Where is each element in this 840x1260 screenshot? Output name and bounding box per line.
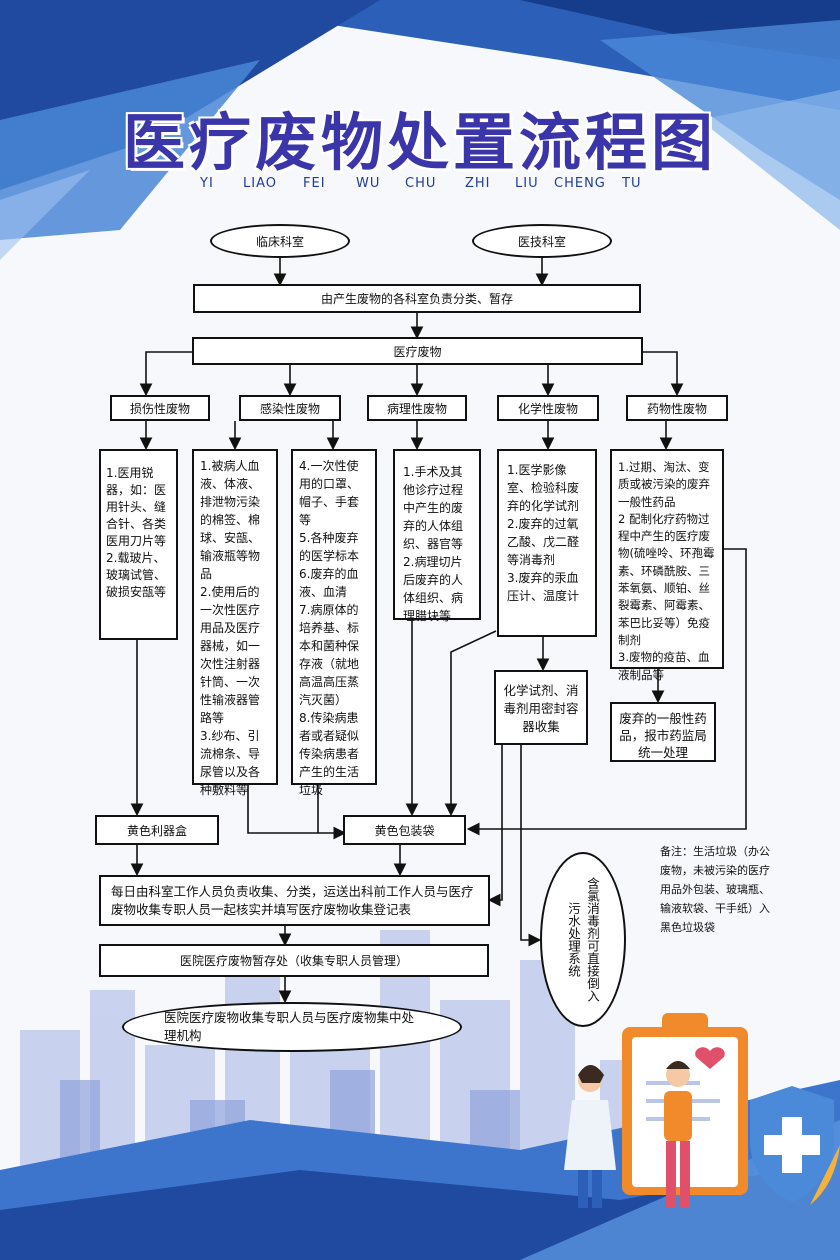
- pinyin-syllable: YI: [200, 176, 214, 191]
- pinyin-syllable: FEI: [303, 176, 326, 191]
- drug-general-disposal-step: 废弃的一般性药品，报市药监局统一处理: [610, 702, 716, 762]
- detail-infectious-b: 4.一次性使用的口罩、帽子、手套等 5.各种废弃的医学标本 6.废弃的血液、血清…: [291, 449, 377, 797]
- heart-icon: [695, 1047, 725, 1069]
- patient-figure: [664, 1061, 692, 1207]
- detail-pathological: 1.手术及其他诊疗过程中产生的废弃的人体组织、器官等 2.病理切片后废弃的人体组…: [393, 449, 481, 623]
- page-title: 医疗废物处置流程图: [122, 106, 717, 179]
- category-chemical-waste: 化学性废物: [497, 395, 599, 421]
- pinyin-syllable: LIU: [515, 176, 539, 191]
- doctor-figure: [564, 1065, 616, 1208]
- pinyin-syllable: TU: [622, 176, 642, 191]
- final-disposal-step: 医院医疗废物收集专职人员与医疗废物集中处理机构: [122, 1002, 462, 1052]
- pinyin-syllable: ZHI: [465, 176, 491, 191]
- category-infectious-waste: 感染性废物: [239, 395, 341, 421]
- detail-infectious-a: 1.被病人血液、体液、排泄物污染的棉签、棉球、安瓿、输液瓶等物品 2.使用后的一…: [192, 449, 278, 797]
- sewage-disposal-node: 含氯消毒剂可直接倒入污水处理系统: [540, 852, 626, 1027]
- pinyin-syllable: LIAO: [243, 176, 277, 191]
- category-pathological-waste: 病理性废物: [367, 395, 467, 421]
- pinyin-syllable: CHU: [405, 176, 437, 191]
- chemical-collection-step: 化学试剂、消毒剂用密封容器收集: [494, 670, 588, 745]
- category-injury-waste: 损伤性废物: [110, 395, 210, 421]
- note-domestic-waste: 备注：生活垃圾（办公废物，未被污染的医疗用品外包装、玻璃瓶、输液软袋、干手纸）入…: [660, 845, 770, 934]
- temporary-storage-step: 医院医疗废物暂存处（收集专职人员管理）: [99, 944, 489, 977]
- detail-injury: 1.医用锐器，如：医用针头、缝合针、各类医用刀片等 2.载玻片、玻璃试管、破损安…: [99, 449, 178, 640]
- illustration: [564, 1013, 840, 1208]
- sharps-box-container: 黄色利器盒: [95, 815, 219, 845]
- pinyin-syllable: WU: [356, 176, 381, 191]
- detail-chemical: 1.医学影像室、检验科废弃的化学试剂 2.废弃的过氧乙酸、戊二醛等消毒剂 3.废…: [497, 449, 597, 637]
- pinyin-syllable: CHENG: [554, 176, 606, 191]
- shield-cross-icon: [750, 1086, 834, 1202]
- daily-collection-step: 每日由科室工作人员负责收集、分类，运送出科前工作人员与医疗废物收集专职人员一起核…: [99, 875, 490, 926]
- medical-waste-node: 医疗废物: [192, 337, 643, 365]
- source-medtech-department: 医技科室: [472, 224, 612, 258]
- detail-drug: 1.过期、淘汰、变质或被污染的废弃一般性药品 2 配制化疗药物过程中产生的医疗废…: [610, 449, 724, 682]
- classify-step: 由产生废物的各科室负责分类、暂存: [193, 284, 641, 313]
- category-drug-waste: 药物性废物: [626, 395, 728, 421]
- yellow-bag-container: 黄色包装袋: [343, 815, 466, 845]
- source-clinical-department: 临床科室: [210, 224, 350, 258]
